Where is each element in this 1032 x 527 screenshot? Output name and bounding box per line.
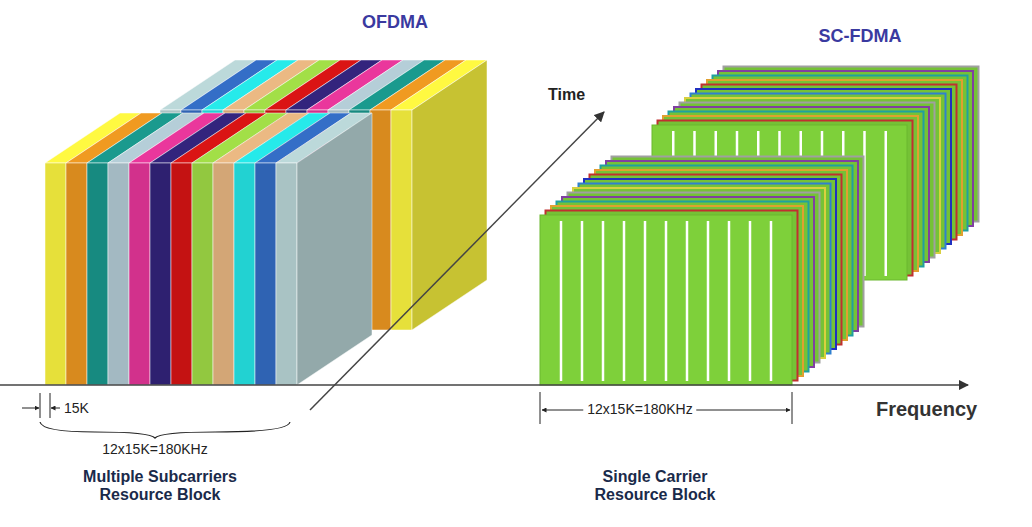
subcarrier-face — [150, 163, 171, 385]
dimension-arrow — [51, 408, 60, 409]
subcarrier-face — [276, 163, 297, 385]
subcarrier-side — [412, 60, 487, 330]
subcarrier-line — [602, 221, 605, 381]
frequency-axis — [0, 384, 968, 386]
subcarrier-face — [391, 110, 412, 330]
subcarrier-line — [665, 221, 668, 381]
axis-label: Time — [548, 86, 585, 104]
subcarrier-face — [45, 163, 66, 385]
scfdma-block-front — [540, 157, 864, 386]
symbol-slice — [540, 215, 792, 385]
subcarrier-face — [171, 163, 192, 385]
dimension-label: 12x15K=180KHz — [583, 401, 696, 417]
dimension-label: 12x15K=180KHz — [102, 441, 207, 457]
ofdma-block-front — [45, 113, 372, 385]
tick — [40, 393, 41, 418]
time-axis — [310, 112, 604, 410]
block-heading: SC-FDMA — [819, 26, 902, 47]
subcarrier-line — [728, 221, 731, 381]
dimension-arrow — [22, 408, 39, 409]
subcarrier-line — [686, 221, 689, 381]
dimension-brace — [40, 422, 290, 438]
subcarrier-face — [255, 163, 276, 385]
block-caption: Multiple Subcarriers Resource Block — [45, 468, 275, 505]
subcarrier-face — [108, 163, 129, 385]
tick — [50, 393, 51, 418]
axis-label: Frequency — [876, 398, 977, 421]
subcarrier-line — [581, 221, 584, 381]
subcarrier-face — [66, 163, 87, 385]
tick — [792, 392, 793, 424]
subcarrier-line — [560, 221, 563, 381]
subcarrier-side — [297, 113, 372, 385]
subcarrier-line — [644, 221, 647, 381]
dimension-label: 15K — [64, 400, 89, 416]
subcarrier-line — [770, 221, 773, 381]
subcarrier-line — [885, 131, 888, 276]
subcarrier-face — [370, 110, 391, 330]
subcarrier-line — [623, 221, 626, 381]
block-caption: Single Carrier Resource Block — [565, 468, 745, 505]
subcarrier-line — [749, 221, 752, 381]
subcarrier-face — [234, 163, 255, 385]
subcarrier-face — [213, 163, 234, 385]
subcarrier-line — [707, 221, 710, 381]
subcarrier-face — [129, 163, 150, 385]
tick — [540, 392, 541, 424]
block-heading: OFDMA — [362, 12, 428, 33]
subcarrier-face — [87, 163, 108, 385]
subcarrier-face — [192, 163, 213, 385]
